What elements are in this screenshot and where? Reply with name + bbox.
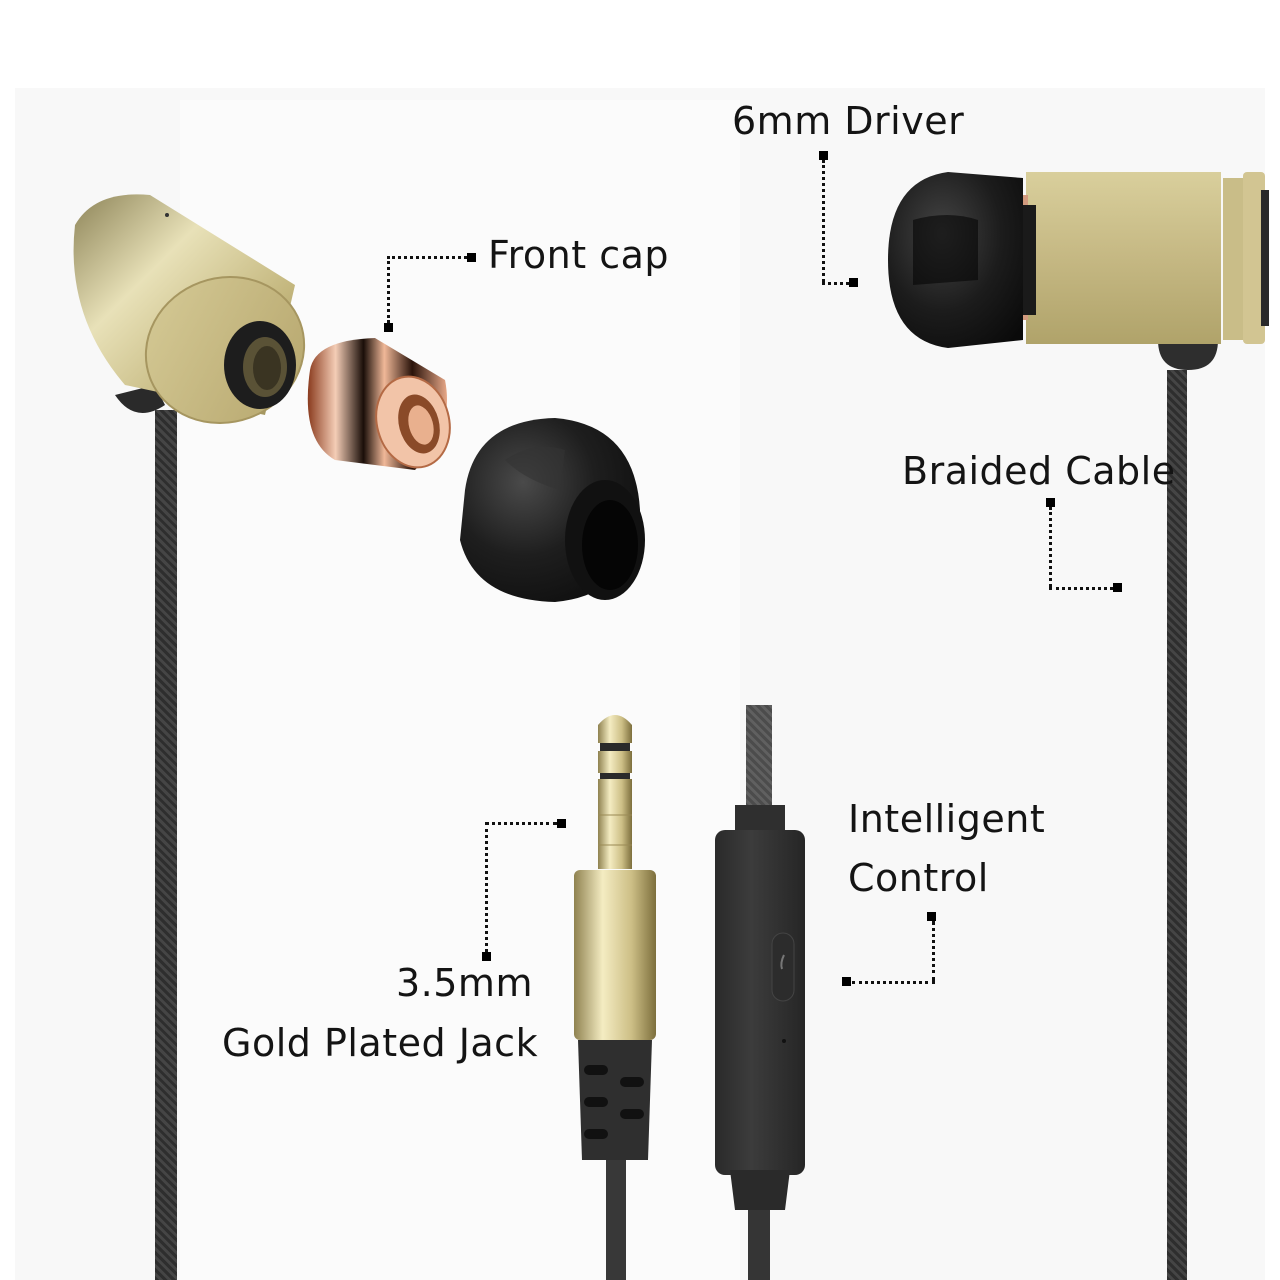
left-cable [155, 410, 177, 1280]
callout-line-front-cap-horizontal [387, 256, 467, 259]
label-driver: 6mm Driver [732, 99, 965, 143]
callout-marker-driver-start [819, 151, 828, 160]
callout-line-control-vertical [932, 921, 935, 981]
callout-marker-cable-start [1046, 498, 1055, 507]
inline-remote-control [715, 805, 805, 1280]
label-jack-line2: Gold Plated Jack [222, 1021, 539, 1065]
label-control-line1: Intelligent [848, 797, 1046, 841]
right-cable [1167, 370, 1187, 1280]
right-earpiece [888, 172, 1269, 370]
callout-marker-control-end [842, 977, 851, 986]
callout-marker-driver-end [849, 278, 858, 287]
callout-marker-front-cap-start [467, 253, 476, 262]
callout-marker-control-start [927, 912, 936, 921]
callout-line-jack-vertical [485, 822, 488, 952]
label-jack-line1: 3.5mm [396, 961, 533, 1005]
callout-marker-jack-start [557, 819, 566, 828]
callout-line-cable-vertical [1049, 507, 1052, 587]
callout-line-driver-vertical [822, 160, 825, 282]
callout-marker-front-cap-end [384, 323, 393, 332]
audio-jack-plug [574, 715, 656, 1280]
callout-line-jack-horizontal [485, 822, 557, 825]
label-braided-cable: Braided Cable [902, 449, 1176, 493]
callout-line-driver-horizontal [822, 282, 849, 285]
callout-marker-jack-end [482, 952, 491, 961]
callout-line-front-cap-vertical [387, 256, 390, 323]
callout-line-control-horizontal [852, 981, 935, 984]
left-eartip [460, 418, 645, 602]
left-earpiece-housing [73, 194, 306, 424]
callout-marker-cable-end [1113, 583, 1122, 592]
callout-line-cable-horizontal [1049, 587, 1113, 590]
label-control-line2: Control [848, 856, 989, 900]
remote-upper-cable [746, 705, 772, 815]
label-front-cap: Front cap [488, 233, 669, 277]
front-cap-part [307, 338, 451, 470]
